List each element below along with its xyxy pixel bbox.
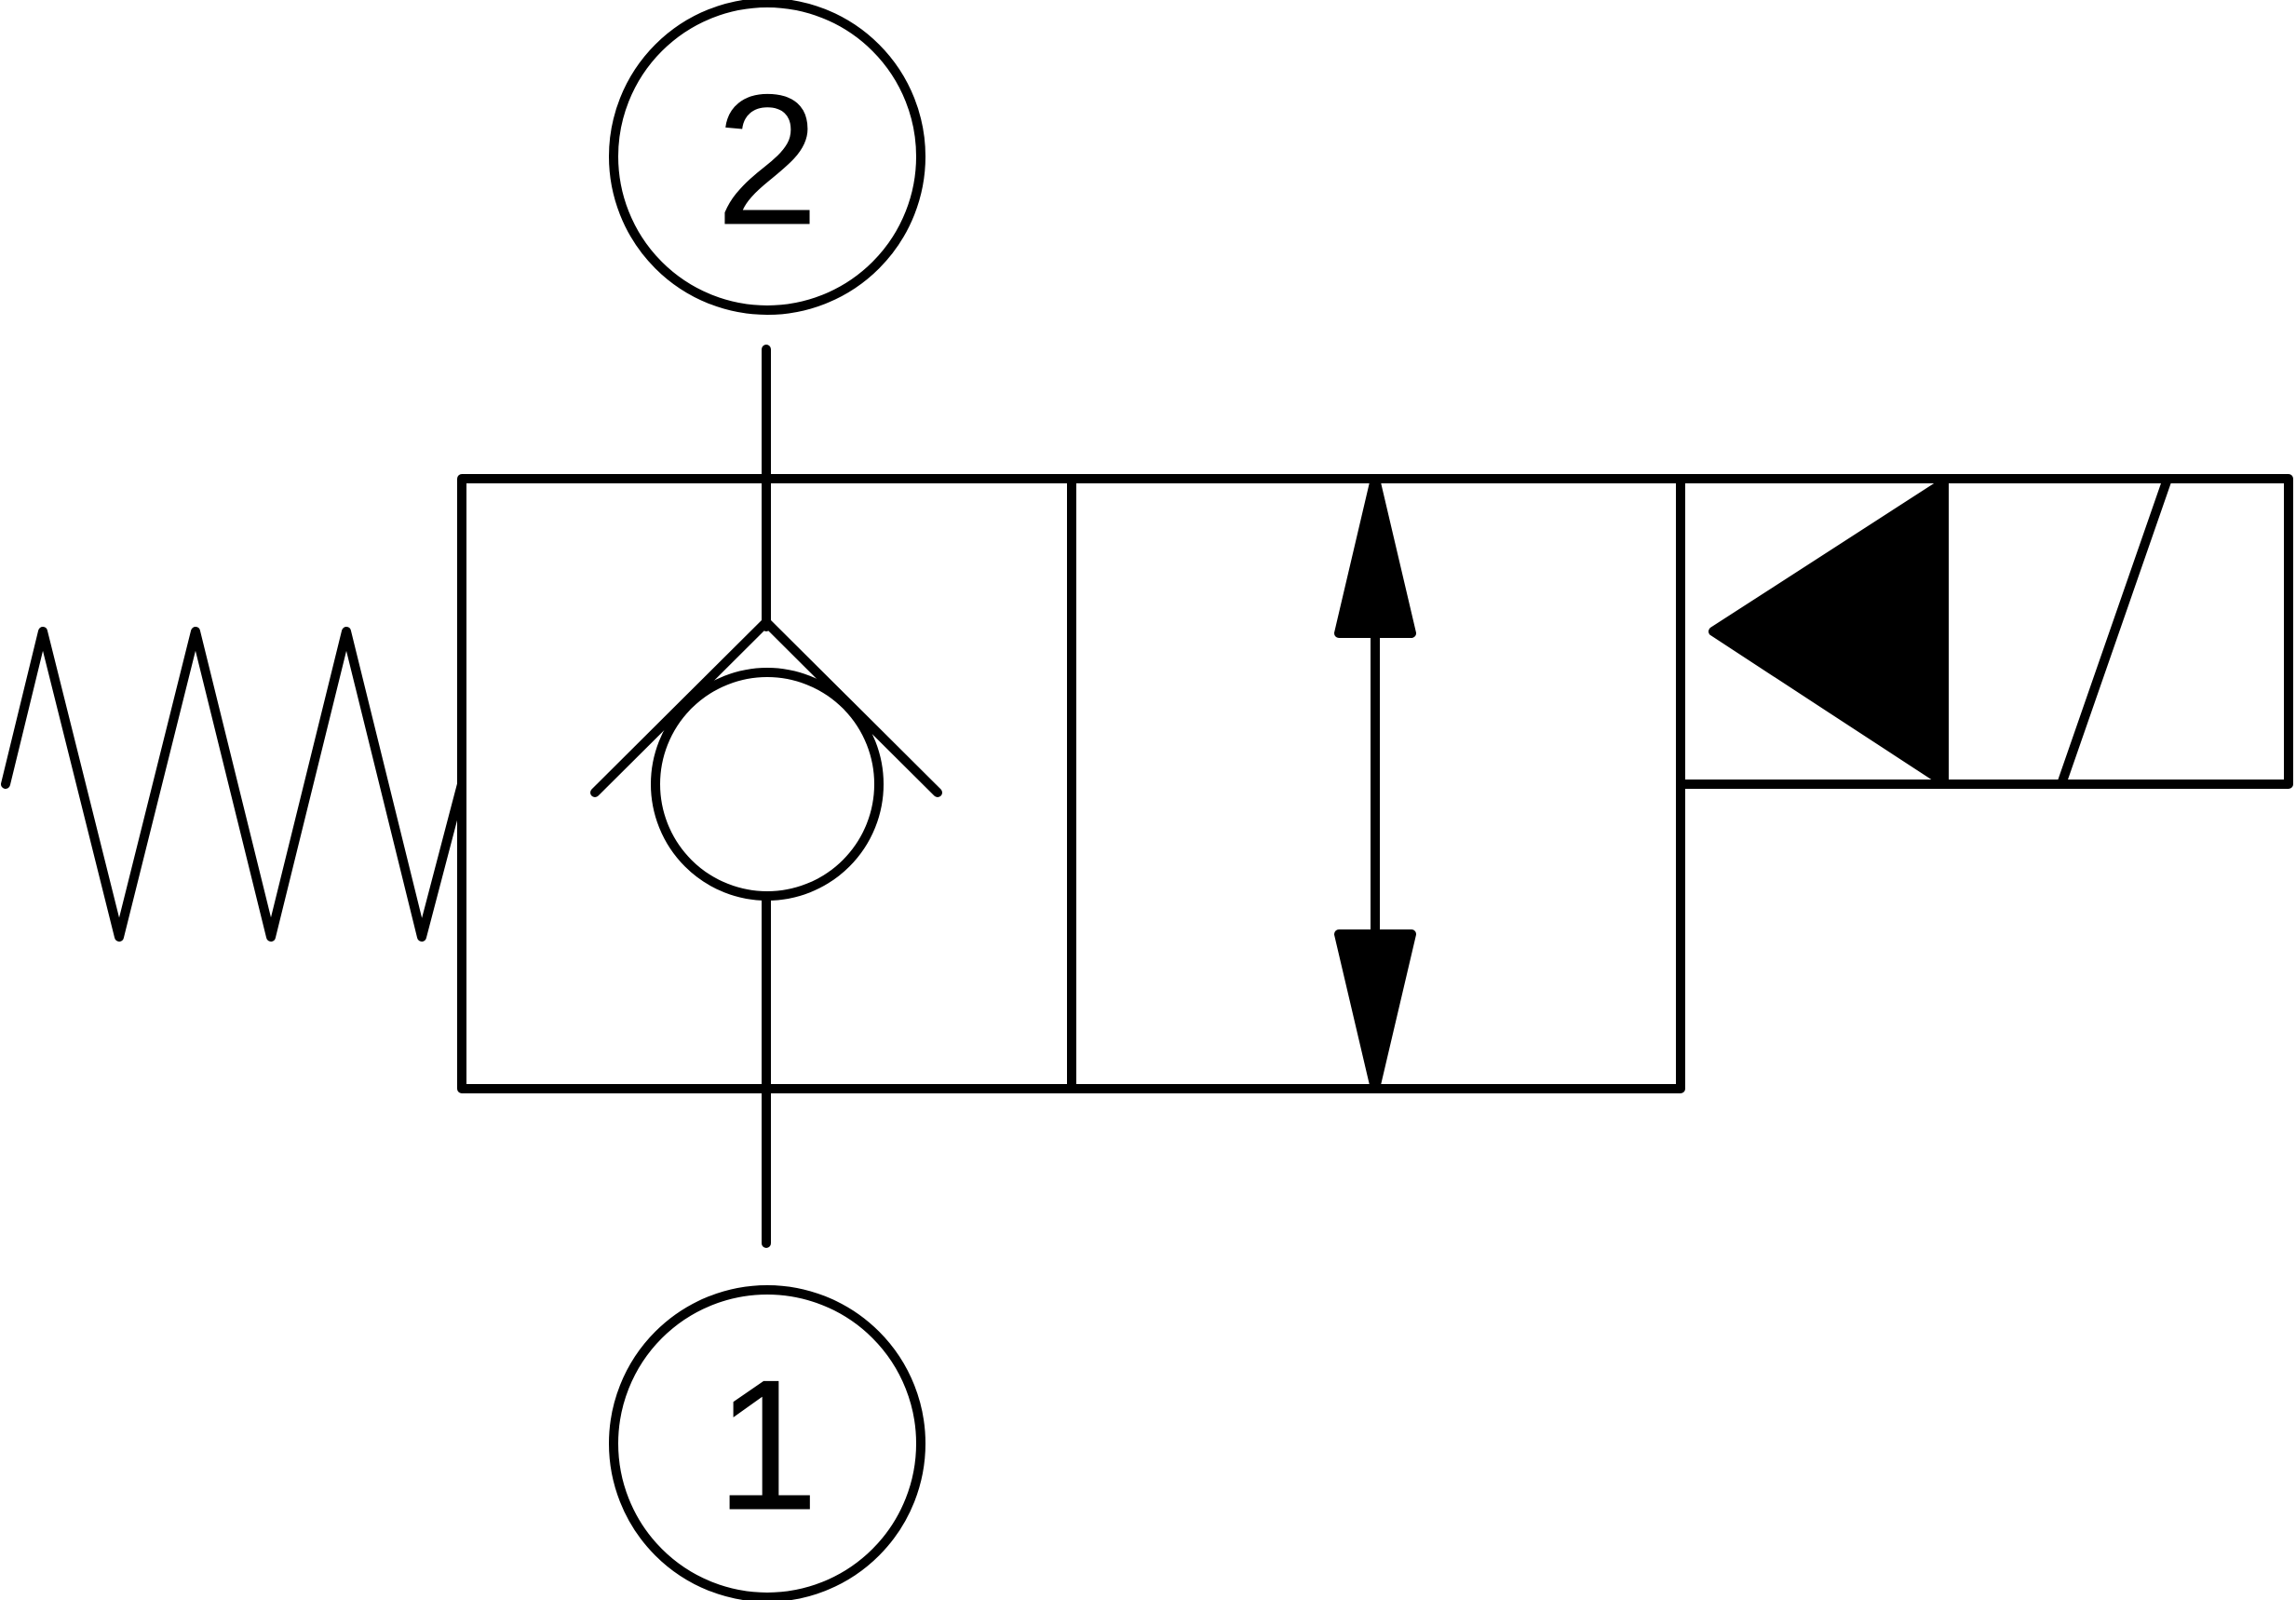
arrow-head-up xyxy=(1334,474,1416,638)
port-1-circle xyxy=(609,1285,925,1600)
double-arrow-icon xyxy=(1334,474,1416,1093)
solenoid-icon xyxy=(1676,474,2293,789)
check-valve-icon xyxy=(590,617,942,901)
port-2-label: 2 xyxy=(715,57,818,264)
port-2: 2 xyxy=(609,0,925,315)
actuator-icon xyxy=(1708,478,1949,787)
port-2-circle xyxy=(609,0,925,315)
arrow-head-down xyxy=(1334,929,1416,1093)
port-1-label: 1 xyxy=(715,1342,818,1550)
port-1: 1 xyxy=(609,1285,925,1600)
solenoid-diagonal xyxy=(2057,474,2172,789)
spring-icon xyxy=(1,627,466,942)
check-valve-ball xyxy=(651,668,884,901)
solenoid-box xyxy=(1676,474,2293,789)
check-valve-seat xyxy=(590,617,942,797)
